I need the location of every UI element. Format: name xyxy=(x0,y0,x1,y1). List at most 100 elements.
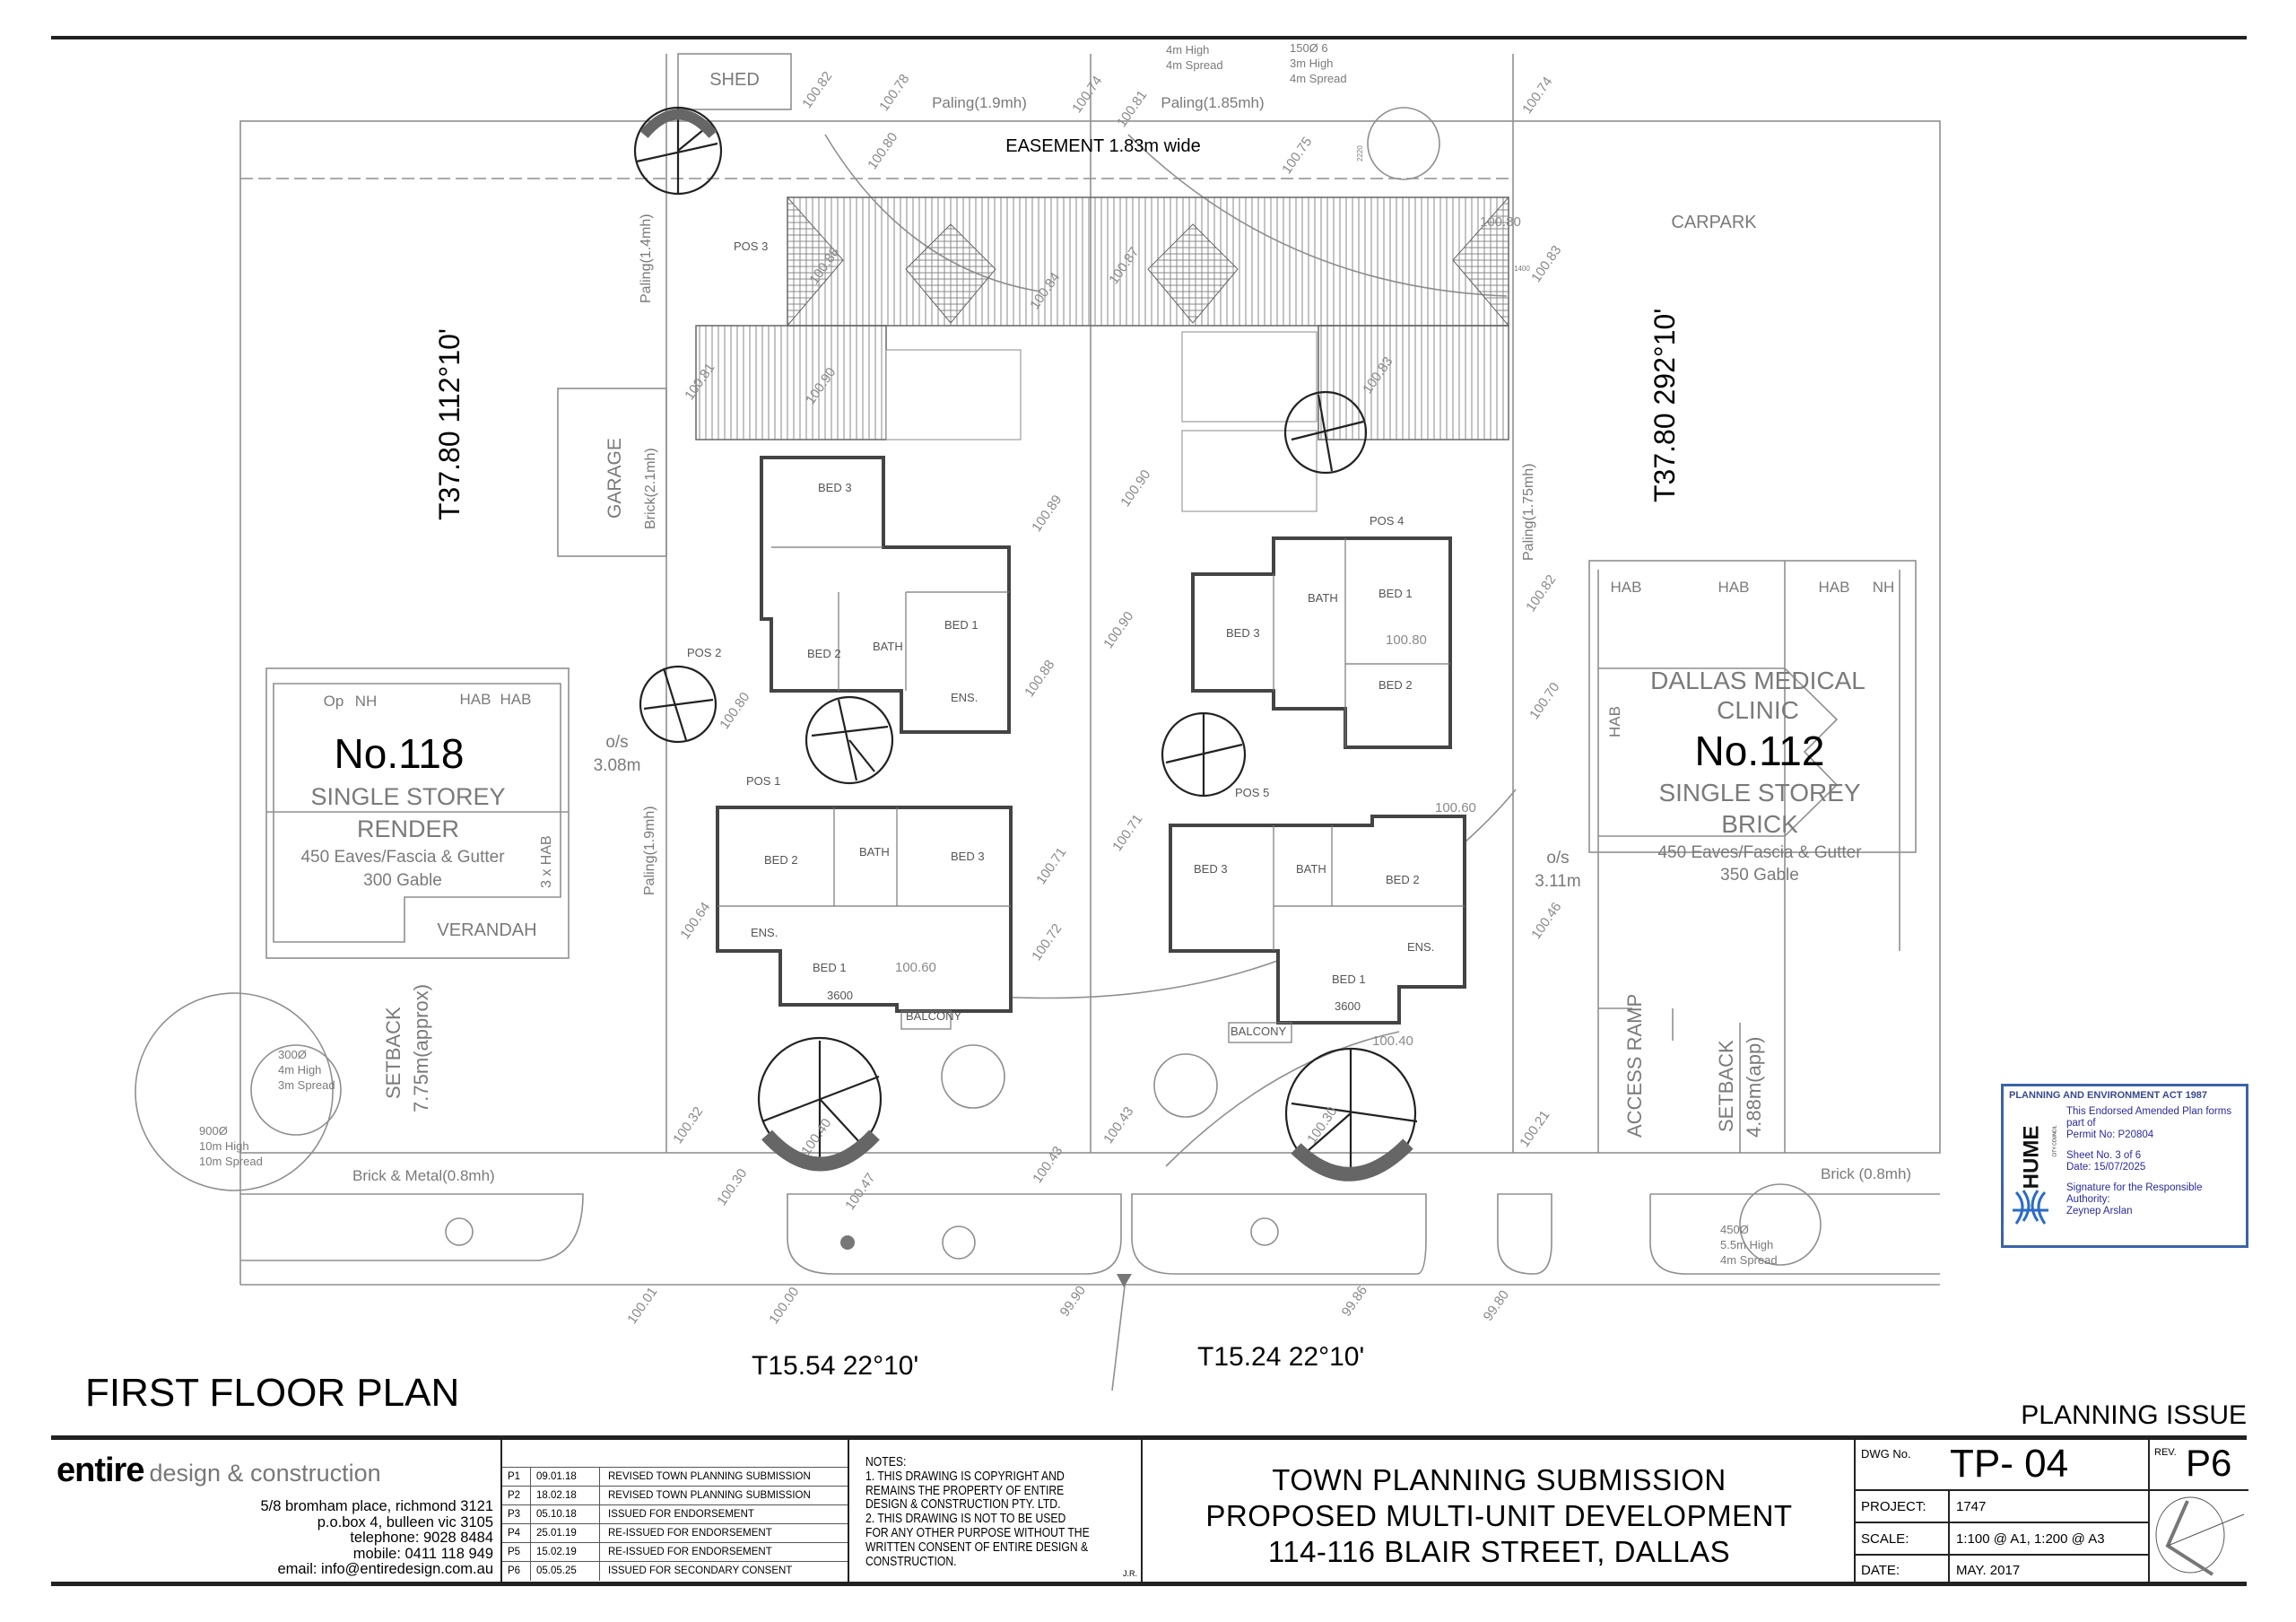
spot-level: 100.40 xyxy=(798,1116,834,1158)
garage-outline xyxy=(557,388,667,557)
spot-level: 100.01 xyxy=(624,1285,660,1327)
council-logo-subtext: CITY COUNCIL xyxy=(2052,1125,2058,1157)
fence-label: Paling(1.85mh) xyxy=(1161,94,1264,111)
company-name-light: design & construction xyxy=(149,1460,381,1487)
shed-outline xyxy=(677,53,792,110)
spot-level: 100.74 xyxy=(1519,74,1555,117)
company-address: 5/8 bromham place, richmond 3121 p.o.box… xyxy=(260,1498,493,1578)
unit-2-lower xyxy=(716,806,1013,1030)
stamp-permit: Permit No: P20804 xyxy=(2066,1129,2154,1140)
room-label: BATH xyxy=(1296,862,1326,876)
easement-label: EASEMENT 1.83m wide xyxy=(1005,136,1201,156)
email-line: email: info@entiredesign.com.au xyxy=(277,1561,493,1577)
window-label: NH xyxy=(1873,579,1895,596)
neighbour-112-type: SINGLE STOREY xyxy=(1658,779,1860,807)
bearing-front-right: T15.24 22°10' xyxy=(1197,1342,1364,1372)
project-title-line: 114-116 BLAIR STREET, DALLAS xyxy=(1267,1535,1731,1568)
revision-rev: P1 xyxy=(508,1471,521,1482)
address-line: p.o.box 4, bulleen vic 3105 xyxy=(317,1513,493,1530)
spot-level: 100.30 xyxy=(714,1166,750,1208)
spot-level: 100.75 xyxy=(1279,135,1315,177)
bearing-front-left: T15.54 22°10' xyxy=(752,1351,918,1381)
verandah-label: VERANDAH xyxy=(437,920,536,940)
access-ramp-label: ACCESS RAMP xyxy=(1623,994,1646,1138)
room-label: BED 1 xyxy=(1332,972,1366,986)
neighbour-112-material: BRICK xyxy=(1721,810,1798,838)
stamp-sheet: Sheet No. 3 of 6 xyxy=(2066,1150,2142,1161)
neighbour-118 xyxy=(265,667,570,959)
spot-level: 100.64 xyxy=(677,900,713,942)
fence-label: Paling(1.9mh) xyxy=(932,94,1027,111)
garage-label: GARAGE xyxy=(604,438,625,519)
neighbour-112-number: No.112 xyxy=(1695,728,1825,774)
rev-value: P6 xyxy=(2186,1442,2232,1484)
spot-level: 100.82 xyxy=(799,69,835,111)
spot-level: 100.43 xyxy=(1030,1144,1065,1186)
note-line: 2. THIS DRAWING IS NOT TO BE USED xyxy=(865,1512,1066,1527)
room-label: BED 3 xyxy=(1226,626,1260,640)
room-label: BALCONY xyxy=(1231,1025,1286,1038)
spot-level: 100.60 xyxy=(895,960,936,975)
bearing-right: T37.80 292°10' xyxy=(1648,309,1681,502)
room-label: POS 2 xyxy=(687,646,721,659)
room-labels: POS 3 POS 2 POS 1 POS 4 POS 5 BED 3 BED … xyxy=(687,240,1434,1038)
issue-label: PLANNING ISSUE xyxy=(2021,1400,2247,1430)
revision-date: 09.01.18 xyxy=(536,1471,577,1482)
spot-level: 99.86 xyxy=(1339,1283,1370,1320)
tree-note: 3m Spread xyxy=(278,1078,335,1092)
stamp-line: This Endorsed Amended Plan forms xyxy=(2066,1106,2232,1117)
dimension-label: 3600 xyxy=(827,989,853,1002)
date-value: MAY. 2017 xyxy=(1956,1563,2021,1578)
note-line: 1. THIS DRAWING IS COPYRIGHT AND xyxy=(865,1469,1065,1484)
note-line: WRITTEN CONSENT OF ENTIRE DESIGN & xyxy=(865,1539,1089,1555)
room-label: ENS. xyxy=(951,691,978,704)
stamp-heading: PLANNING AND ENVIRONMENT ACT 1987 xyxy=(2009,1090,2208,1101)
room-label: POS 3 xyxy=(734,240,768,253)
revision-rev: P2 xyxy=(508,1490,521,1501)
spot-level: 100.71 xyxy=(1109,812,1145,854)
neighbour-112-gable: 350 Gable xyxy=(1720,866,1799,885)
project-label: PROJECT: xyxy=(1861,1499,1926,1514)
revision-desc: REVISED TOWN PLANNING SUBMISSION xyxy=(608,1471,811,1482)
neighbour-118-material: RENDER xyxy=(357,815,459,842)
spot-level: 100.90 xyxy=(1100,609,1136,651)
revision-desc: ISSUED FOR ENDORSEMENT xyxy=(608,1509,754,1520)
neighbour-112 xyxy=(1588,560,1917,1153)
setback-label: 4.88m(app) xyxy=(1743,1036,1765,1138)
fence-label: Brick(2.1mh) xyxy=(643,448,658,529)
company-name-bold: entire xyxy=(57,1452,144,1489)
neighbour-112-name: DALLAS MEDICAL xyxy=(1650,667,1866,694)
room-label: BATH xyxy=(873,640,903,653)
scale-value: 1:100 @ A1, 1:200 @ A3 xyxy=(1956,1531,2105,1547)
tree-note: 10m Spread xyxy=(199,1155,263,1168)
dimension-label: 3600 xyxy=(1335,999,1361,1013)
tree-note: 4m Spread xyxy=(1290,72,1347,85)
room-label: ENS. xyxy=(1407,940,1434,954)
spot-level: 100.21 xyxy=(1517,1108,1552,1150)
tree-note: 10m High xyxy=(199,1139,249,1153)
note-line: FOR ANY OTHER PURPOSE WITHOUT THE xyxy=(865,1525,1090,1540)
offset-label: o/s xyxy=(1546,849,1569,868)
room-label: BED 3 xyxy=(1194,862,1228,876)
setback-label: 7.75m(approx) xyxy=(410,984,432,1112)
tree-note: 4m Spread xyxy=(1720,1253,1778,1267)
revision-date: 25.01.19 xyxy=(536,1528,577,1539)
tree-note: 900Ø xyxy=(199,1124,228,1138)
tree-icons xyxy=(135,106,1822,1266)
spot-level: 100.72 xyxy=(1029,921,1065,964)
fence-label: Paling(1.75mh) xyxy=(1521,464,1536,562)
offset-label: 3.08m xyxy=(594,756,641,775)
fence-label: Paling(1.9mh) xyxy=(642,806,657,895)
project-title-line: TOWN PLANNING SUBMISSION xyxy=(1272,1463,1726,1496)
drawing-title: FIRST FLOOR PLAN xyxy=(85,1371,460,1415)
note-line: DESIGN & CONSTRUCTION PTY. LTD. xyxy=(865,1497,1061,1513)
note-line: CONSTRUCTION. xyxy=(865,1554,957,1569)
spot-level: 100.81 xyxy=(1114,88,1150,130)
revision-desc: REVISED TOWN PLANNING SUBMISSION xyxy=(608,1490,811,1501)
revision-date: 05.05.25 xyxy=(536,1565,577,1576)
tree-note: 4m High xyxy=(278,1063,321,1077)
